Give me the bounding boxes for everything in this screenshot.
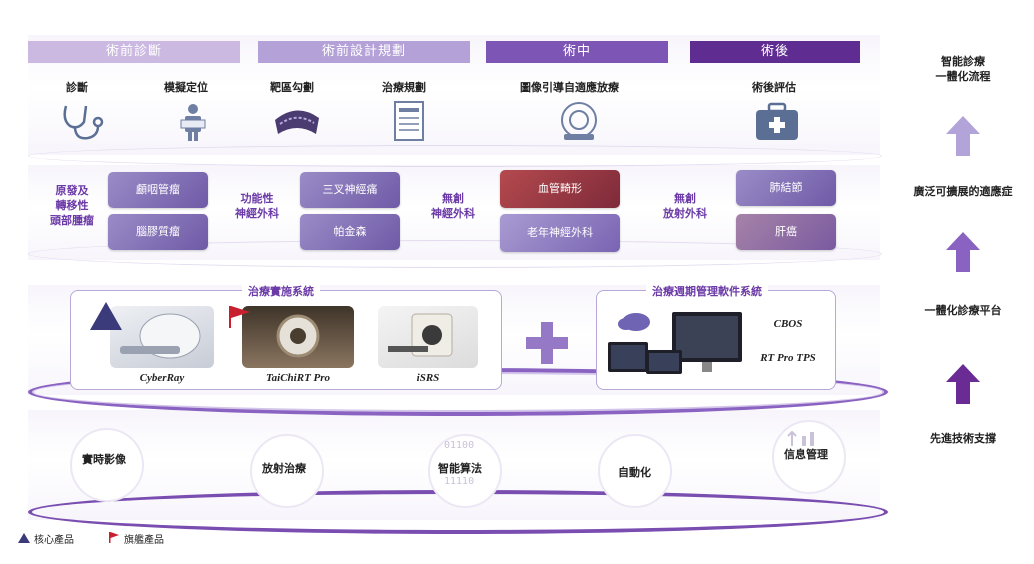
up-arrow-dark <box>946 364 980 404</box>
medical-kit-icon <box>756 102 798 140</box>
delivery-system-title: 治療實施系統 <box>242 283 320 299</box>
step-label-evaluation: 術後評估 <box>752 81 796 94</box>
tech-label-imaging: 實時影像 <box>82 453 126 466</box>
step-label-planning: 治療規劃 <box>382 81 426 94</box>
tech-circle-imaging <box>70 428 144 502</box>
cyberray-image <box>110 306 214 368</box>
tech-label-automation: 自動化 <box>618 466 651 479</box>
step-label-simulation: 模擬定位 <box>164 81 208 94</box>
indication-parkinson: 帕金森 <box>300 214 400 250</box>
software-devices-image <box>608 312 742 374</box>
step-label-diagnosis: 診斷 <box>66 81 88 94</box>
product-cyberray: CyberRay <box>139 372 185 384</box>
legend-flagship-icon <box>109 532 119 543</box>
legend-core-label: 核心產品 <box>34 535 74 546</box>
product-cbos: CBOS <box>773 318 803 330</box>
tech-binary-bottom: 11110 <box>444 476 475 487</box>
product-isrs: iSRS <box>416 372 440 384</box>
brain-scan-icon <box>275 110 319 134</box>
indication-group-noninvasive-neuro: 無創 神經外科 <box>431 192 475 220</box>
tech-circle-algorithm <box>428 434 502 508</box>
stethoscope-icon <box>63 105 104 140</box>
indication-liver-cancer: 肝癌 <box>736 214 836 250</box>
tech-circle-automation <box>598 434 672 508</box>
phase-postop: 術後 <box>690 41 860 63</box>
tech-label-algorithm: 智能算法 <box>438 462 482 475</box>
right-text-workflow: 智能診療 一體化流程 <box>935 55 991 83</box>
indication-group-head-tumor: 原發及 轉移性 頭部腫瘤 <box>50 184 94 227</box>
tech-binary-top: 01100 <box>444 440 475 451</box>
legend-core-icon <box>18 533 30 543</box>
right-text-technology: 先進技術支撐 <box>930 432 996 445</box>
indication-group-functional: 功能性 神經外科 <box>235 192 279 220</box>
product-rtpro-tps: RT Pro TPS <box>760 352 816 364</box>
up-arrow-light <box>946 116 980 156</box>
indication-elderly-neuro: 老年神經外科 <box>500 214 620 252</box>
plus-icon <box>526 322 568 364</box>
legend-flagship-label: 旗艦產品 <box>124 535 164 546</box>
indication-group-noninvasive-radiosurgery: 無創 放射外科 <box>663 192 707 220</box>
tech-circle-info <box>772 420 846 494</box>
tech-circle-radiotherapy <box>250 434 324 508</box>
indication-trigeminal: 三叉神經痛 <box>300 172 400 208</box>
isrs-image <box>378 306 478 368</box>
xray-icon <box>180 104 206 141</box>
up-arrow-mid <box>946 232 980 272</box>
tech-label-radiotherapy: 放射治療 <box>262 462 306 475</box>
phase-intraop: 術中 <box>486 41 668 63</box>
document-icon <box>394 101 424 141</box>
flagship-product-marker <box>229 306 250 328</box>
right-text-indications: 廣泛可擴展的適應症 <box>913 185 1013 198</box>
core-product-marker <box>90 302 122 330</box>
scanner-icon <box>561 102 597 140</box>
indication-lung-nodule: 肺結節 <box>736 170 836 206</box>
process-layer-ring <box>28 145 882 167</box>
step-label-contouring: 靶區勾劃 <box>270 81 314 94</box>
step-label-igart: 圖像引導自適應放療 <box>520 81 619 94</box>
indication-craniopharyngioma: 顱咽管瘤 <box>108 172 208 208</box>
product-taichirt: TaiChiRT Pro <box>265 372 331 384</box>
tech-label-info: 信息管理 <box>784 448 828 461</box>
right-text-platform: 一體化診療平台 <box>924 304 1002 317</box>
taichirt-image <box>242 306 354 368</box>
phase-preop-diagnosis: 術前診斷 <box>28 41 240 63</box>
indication-glioma: 腦膠質瘤 <box>108 214 208 250</box>
info-management-icon <box>787 430 814 446</box>
phase-preop-planning: 術前設計規劃 <box>258 41 470 63</box>
software-system-title: 治療週期管理軟件系統 <box>646 283 768 299</box>
indication-layer-ring <box>28 240 882 268</box>
indication-vascular-malformation: 血管畸形 <box>500 170 620 208</box>
